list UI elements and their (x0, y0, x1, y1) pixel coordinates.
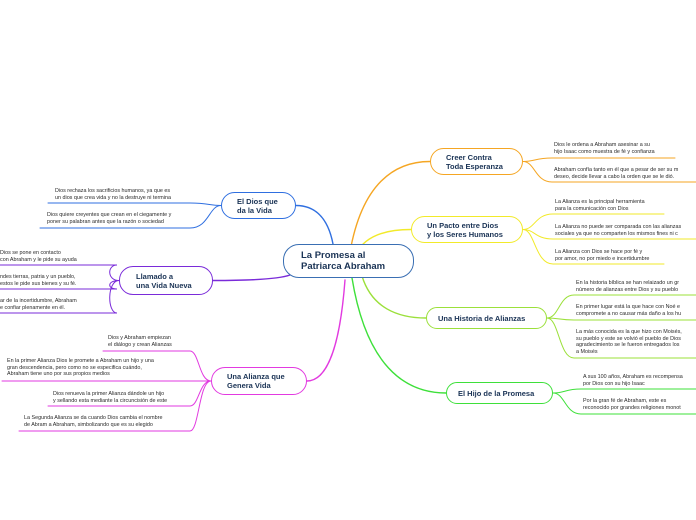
branch-node-historia[interactable]: Una Historia de Alianzas (426, 307, 547, 329)
branch-node-llamado[interactable]: Llamado a una Vida Nueva (119, 266, 213, 295)
leaf-connector-historia-0 (546, 294, 696, 319)
leaf-text-llamado-2[interactable]: ar de la incertidumbre, Abraham e confia… (0, 298, 77, 311)
leaf-connector-hijo-0 (552, 388, 696, 394)
leaf-text-creer-1[interactable]: Abraham confía tanto en él que a pesar d… (554, 167, 679, 180)
leaf-text-alianza-0[interactable]: Dios y Abraham empiezan el diálogo y cre… (108, 335, 172, 348)
leaf-connector-creer-1 (522, 161, 696, 183)
leaf-text-historia-2[interactable]: La más conocida es la que hizo con Moisé… (576, 329, 682, 355)
branch-node-alianza[interactable]: Una Alianza que Genera Vida (211, 367, 307, 395)
leaf-connector-hijo-1 (552, 392, 696, 415)
leaf-text-alianza-2[interactable]: Dios renueva la primer Alianza dándole u… (53, 391, 168, 404)
branch-node-hijo[interactable]: El Hijo de la Promesa (446, 382, 553, 404)
branch-connector-llamado (212, 274, 291, 282)
branch-node-dios[interactable]: El Dios que da la Vida (221, 192, 296, 219)
central-topic-label: La Promesa al Patriarca Abraham (301, 250, 386, 272)
branch-connector-creer (349, 160, 431, 253)
leaf-connector-alianza-3 (18, 380, 212, 432)
leaf-text-llamado-0[interactable]: Dios se pone en contacto con Abraham y l… (0, 250, 77, 263)
leaf-text-alianza-3[interactable]: La Segunda Alianza se da cuando Dios cam… (24, 415, 163, 428)
branch-label-creer: Creer Contra Toda Esperanza (446, 152, 503, 171)
leaf-text-hijo-1[interactable]: Por la gran fé de Abraham, este es recon… (583, 398, 681, 411)
leaf-text-historia-0[interactable]: En la historia bíblica se han relaizado … (576, 280, 680, 293)
branch-connector-dios (295, 204, 334, 245)
leaf-connector-dios-1 (39, 205, 222, 229)
leaf-connector-llamado-0 (0, 264, 120, 281)
leaf-connector-creer-0 (522, 157, 676, 162)
branch-connector-hijo (351, 277, 447, 394)
leaf-text-pacto-2[interactable]: La Alianza con Dios se hace por fé y por… (555, 249, 650, 262)
leaf-connector-llamado-1 (0, 280, 120, 290)
leaf-connector-llamado-2 (0, 280, 120, 314)
branch-connector-alianza (306, 279, 346, 382)
branch-node-pacto[interactable]: Un Pacto entre Dios y los Seres Humanos (411, 216, 523, 243)
leaf-connector-pacto-2 (522, 229, 665, 265)
leaf-connector-pacto-1 (522, 229, 696, 240)
leaf-connector-historia-1 (546, 317, 696, 321)
leaf-text-pacto-1[interactable]: La Alianza no puede ser comparada con la… (555, 224, 682, 237)
leaf-connector-historia-2 (546, 317, 696, 359)
leaf-text-historia-1[interactable]: En primer lugar está la que hace con Noé… (576, 304, 682, 317)
leaf-text-dios-1[interactable]: Dios quiere creyentes que crean en el ci… (47, 212, 172, 225)
leaf-text-creer-0[interactable]: Dios le ordena a Abraham asesinar a su h… (554, 142, 655, 155)
branch-connector-historia (361, 275, 427, 319)
leaf-text-alianza-1[interactable]: En la primer Alianza Dios le promete a A… (7, 358, 154, 378)
central-topic[interactable]: La Promesa al Patriarca Abraham (283, 244, 414, 278)
branch-label-alianza: Una Alianza que Genera Vida (227, 372, 285, 390)
leaf-text-llamado-1[interactable]: ndes tierras, patria y un pueblo, estos … (0, 274, 77, 287)
branch-label-historia: Una Historia de Alianzas (438, 313, 526, 323)
leaf-connector-pacto-0 (522, 213, 665, 230)
leaf-text-hijo-0[interactable]: A sus 100 años, Abraham es recompensa po… (583, 374, 683, 387)
leaf-text-dios-0[interactable]: Dios rechaza los sacrificios humanos, ya… (55, 188, 171, 201)
branch-label-pacto: Un Pacto entre Dios y los Seres Humanos (427, 220, 503, 239)
leaf-connector-alianza-0 (102, 350, 212, 382)
branch-label-llamado: Llamado a una Vida Nueva (136, 271, 192, 290)
branch-label-hijo: El Hijo de la Promesa (458, 388, 535, 398)
branch-label-dios: El Dios que da la Vida (237, 196, 278, 215)
leaf-text-pacto-0[interactable]: La Alianza es la principal herramienta p… (555, 199, 645, 212)
leaf-connector-dios-0 (47, 202, 222, 206)
branch-node-creer[interactable]: Creer Contra Toda Esperanza (430, 148, 523, 175)
